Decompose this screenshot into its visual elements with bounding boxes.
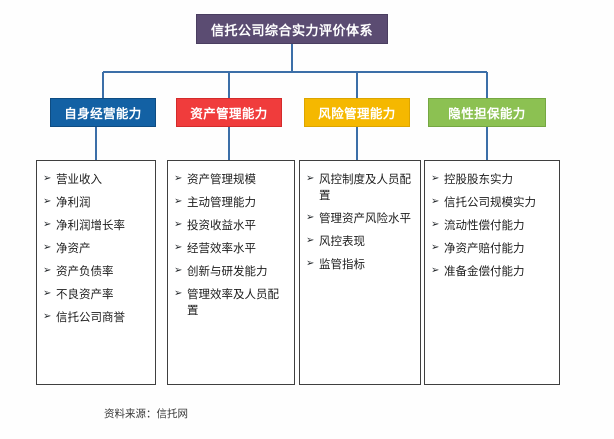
- indicator-item: ➢ 管理资产风险水平: [306, 210, 416, 226]
- root-title-box: 信托公司综合实力评价体系: [196, 14, 388, 44]
- arrow-bullet-icon: ➢: [174, 173, 183, 184]
- arrow-bullet-icon: ➢: [431, 173, 440, 184]
- indicator-item: ➢ 流动性偿付能力: [431, 217, 555, 233]
- indicator-item-label: 信托公司规模实力: [444, 195, 536, 209]
- indicator-item-label: 不良资产率: [56, 287, 114, 301]
- indicator-item-label: 资产负债率: [56, 264, 114, 278]
- indicator-item-label: 净资产赔付能力: [444, 241, 525, 255]
- indicator-item: ➢ 风控制度及人员配置: [306, 171, 416, 203]
- arrow-bullet-icon: ➢: [431, 196, 440, 207]
- indicator-item-label: 投资收益水平: [187, 218, 256, 232]
- category-label: 隐性担保能力: [448, 106, 526, 121]
- source-note: 资料来源：信托网: [104, 408, 188, 420]
- indicator-item: ➢ 净利润增长率: [43, 217, 151, 233]
- indicator-item-label: 控股股东实力: [444, 172, 513, 186]
- indicator-item-label: 净利润增长率: [56, 218, 125, 232]
- root-title-label: 信托公司综合实力评价体系: [210, 23, 373, 39]
- indicator-item: ➢ 不良资产率: [43, 286, 151, 302]
- indicator-item-label: 监管指标: [319, 257, 365, 271]
- indicator-item-label: 营业收入: [56, 172, 102, 186]
- category-label: 自身经营能力: [64, 106, 142, 121]
- indicator-item: ➢ 投资收益水平: [174, 217, 290, 233]
- indicator-panel-asset-management: ➢ 资产管理规模 ➢ 主动管理能力 ➢ 投资收益水平 ➢ 经营效率水平 ➢ 创新与研发能力 ➢ 管理效…: [167, 160, 295, 385]
- category-label: 风险管理能力: [318, 106, 396, 121]
- indicator-item: ➢ 控股股东实力: [431, 171, 555, 187]
- indicator-item: ➢ 准备金偿付能力: [431, 263, 555, 279]
- arrow-bullet-icon: ➢: [306, 258, 315, 269]
- arrow-bullet-icon: ➢: [43, 173, 52, 184]
- arrow-bullet-icon: ➢: [43, 311, 52, 322]
- arrow-bullet-icon: ➢: [431, 242, 440, 253]
- indicator-item: ➢ 风控表现: [306, 233, 416, 249]
- arrow-bullet-icon: ➢: [43, 196, 52, 207]
- indicator-panel-self-operation: ➢ 营业收入 ➢ 净利润 ➢ 净利润增长率 ➢ 净资产 ➢ 资产负债率 ➢ 不良资产率 ➢ 信托公司商誉: [36, 160, 156, 385]
- indicator-item: ➢ 净资产赔付能力: [431, 240, 555, 256]
- indicator-item-label: 净利润: [56, 195, 91, 209]
- indicator-item-label: 准备金偿付能力: [444, 264, 525, 278]
- category-box-implicit-guarantee[interactable]: 隐性担保能力: [428, 98, 546, 127]
- indicator-item: ➢ 信托公司规模实力: [431, 194, 555, 210]
- arrow-bullet-icon: ➢: [43, 288, 52, 299]
- indicator-item-label: 管理效率及人员配置: [187, 287, 279, 317]
- indicator-item: ➢ 资产管理规模: [174, 171, 290, 187]
- indicator-item: ➢ 营业收入: [43, 171, 151, 187]
- indicator-item-label: 流动性偿付能力: [444, 218, 525, 232]
- indicator-item-label: 风控表现: [319, 234, 365, 248]
- indicator-item-label: 风控制度及人员配置: [319, 172, 411, 202]
- indicator-item-label: 经营效率水平: [187, 241, 256, 255]
- indicator-item: ➢ 监管指标: [306, 256, 416, 272]
- indicator-item: ➢ 信托公司商誉: [43, 309, 151, 325]
- indicator-item: ➢ 主动管理能力: [174, 194, 290, 210]
- indicator-item: ➢ 资产负债率: [43, 263, 151, 279]
- indicator-item-label: 管理资产风险水平: [319, 211, 411, 225]
- indicator-item: ➢ 净资产: [43, 240, 151, 256]
- arrow-bullet-icon: ➢: [306, 212, 315, 223]
- category-box-asset-management[interactable]: 资产管理能力: [176, 98, 282, 127]
- indicator-item: ➢ 净利润: [43, 194, 151, 210]
- arrow-bullet-icon: ➢: [43, 265, 52, 276]
- arrow-bullet-icon: ➢: [43, 242, 52, 253]
- arrow-bullet-icon: ➢: [431, 265, 440, 276]
- indicator-item-label: 信托公司商誉: [56, 310, 125, 324]
- arrow-bullet-icon: ➢: [43, 219, 52, 230]
- arrow-bullet-icon: ➢: [306, 173, 315, 184]
- indicator-item: ➢ 管理效率及人员配置: [174, 286, 290, 318]
- arrow-bullet-icon: ➢: [174, 265, 183, 276]
- indicator-panel-implicit-guarantee: ➢ 控股股东实力 ➢ 信托公司规模实力 ➢ 流动性偿付能力 ➢ 净资产赔付能力 ➢ 准备金偿付能力: [424, 160, 560, 385]
- indicator-item-label: 主动管理能力: [187, 195, 256, 209]
- arrow-bullet-icon: ➢: [174, 242, 183, 253]
- indicator-item-label: 创新与研发能力: [187, 264, 268, 278]
- indicator-item: ➢ 经营效率水平: [174, 240, 290, 256]
- indicator-item-label: 净资产: [56, 241, 91, 255]
- arrow-bullet-icon: ➢: [431, 219, 440, 230]
- category-box-self-operation[interactable]: 自身经营能力: [50, 98, 156, 127]
- indicator-item: ➢ 创新与研发能力: [174, 263, 290, 279]
- arrow-bullet-icon: ➢: [174, 196, 183, 207]
- arrow-bullet-icon: ➢: [174, 219, 183, 230]
- category-label: 资产管理能力: [190, 106, 268, 121]
- arrow-bullet-icon: ➢: [306, 235, 315, 246]
- indicator-item-label: 资产管理规模: [187, 172, 256, 186]
- indicator-panel-risk-management: ➢ 风控制度及人员配置 ➢ 管理资产风险水平 ➢ 风控表现 ➢ 监管指标: [299, 160, 421, 385]
- category-box-risk-management[interactable]: 风险管理能力: [304, 98, 410, 127]
- arrow-bullet-icon: ➢: [174, 288, 183, 299]
